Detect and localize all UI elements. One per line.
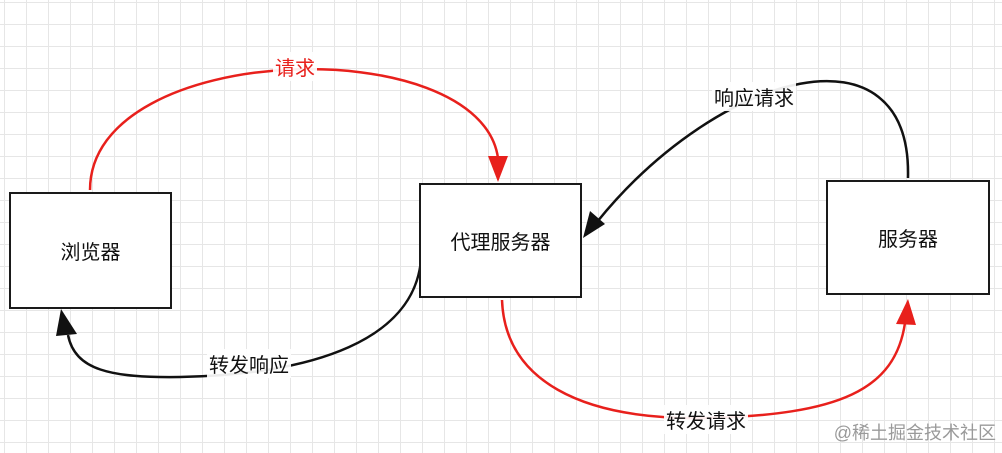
response-request-label: 响应请求 <box>712 82 796 111</box>
server-node: 服务器 <box>826 180 990 295</box>
forward-request-arrow <box>500 299 907 420</box>
response-request-arrow <box>596 79 910 223</box>
response-request-arrowhead <box>583 211 605 238</box>
proxy-server-label: 代理服务器 <box>450 232 551 254</box>
forward-request-label: 转发请求 <box>664 405 748 434</box>
request-arrow <box>88 67 500 191</box>
proxy-server-node: 代理服务器 <box>419 183 582 298</box>
forward-response-arrowhead <box>56 309 77 336</box>
forward-response-label: 转发响应 <box>207 349 291 378</box>
request-label: 请求 <box>273 52 317 81</box>
browser-node: 浏览器 <box>9 192 172 309</box>
request-arrowhead <box>488 156 508 182</box>
server-label: 服务器 <box>878 229 938 251</box>
watermark: @稀土掘金技术社区 <box>833 423 996 443</box>
browser-label: 浏览器 <box>60 242 121 264</box>
forward-request-arrowhead <box>896 299 916 325</box>
